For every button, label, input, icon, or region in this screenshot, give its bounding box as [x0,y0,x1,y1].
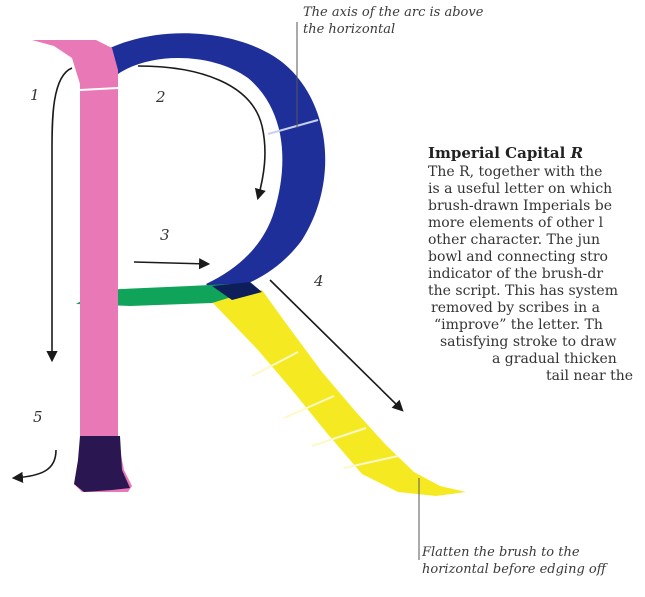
body-line: is a useful letter on which [428,181,612,198]
bottom-annotation-line-1: Flatten the brush to the [422,544,645,561]
top-annotation-line-1: The axis of the arc is above [303,4,553,21]
stroke-4-leg [212,290,466,496]
body-line: satisfying stroke to draw [440,334,616,351]
body-line: the script. This has system [428,283,618,300]
body-line: brush-drawn Imperials be [428,198,612,215]
stroke-number-5: 5 [33,408,43,426]
heading-text: Imperial Capital [428,144,571,162]
bottom-annotation-line-2: horizontal before edging off [422,561,645,578]
arrow-5 [14,450,56,478]
heading-letter: R [571,144,583,162]
stroke-number-3: 3 [160,226,170,244]
top-annotation: The axis of the arc is above the horizon… [303,4,553,38]
body-line: “improve” the letter. Th [434,317,603,334]
stroke-2-bowl [95,33,325,293]
arrow-2 [138,66,265,198]
body-line: tail near the [546,368,633,385]
body-line: more elements of other l [428,215,603,232]
body-line: other character. The jun [428,232,600,249]
bottom-annotation: Flatten the brush to the horizontal befo… [422,544,645,578]
body-line: indicator of the brush-dr [428,266,603,283]
stroke-number-2: 2 [156,88,166,106]
stroke-number-1: 1 [30,86,40,104]
body-line: a gradual thicken [492,351,617,368]
section-heading: Imperial Capital R [428,144,583,162]
stroke-1-stem [32,40,132,492]
stroke-number-4: 4 [314,272,324,290]
top-annotation-line-2: the horizontal [303,21,553,38]
body-line: bowl and connecting stro [428,249,608,266]
arrow-3 [134,262,208,264]
arrow-1 [52,68,72,360]
body-line: The R, together with the [428,164,602,181]
stroke-5-foot [74,436,130,492]
body-line: removed by scribes in a [431,300,600,317]
